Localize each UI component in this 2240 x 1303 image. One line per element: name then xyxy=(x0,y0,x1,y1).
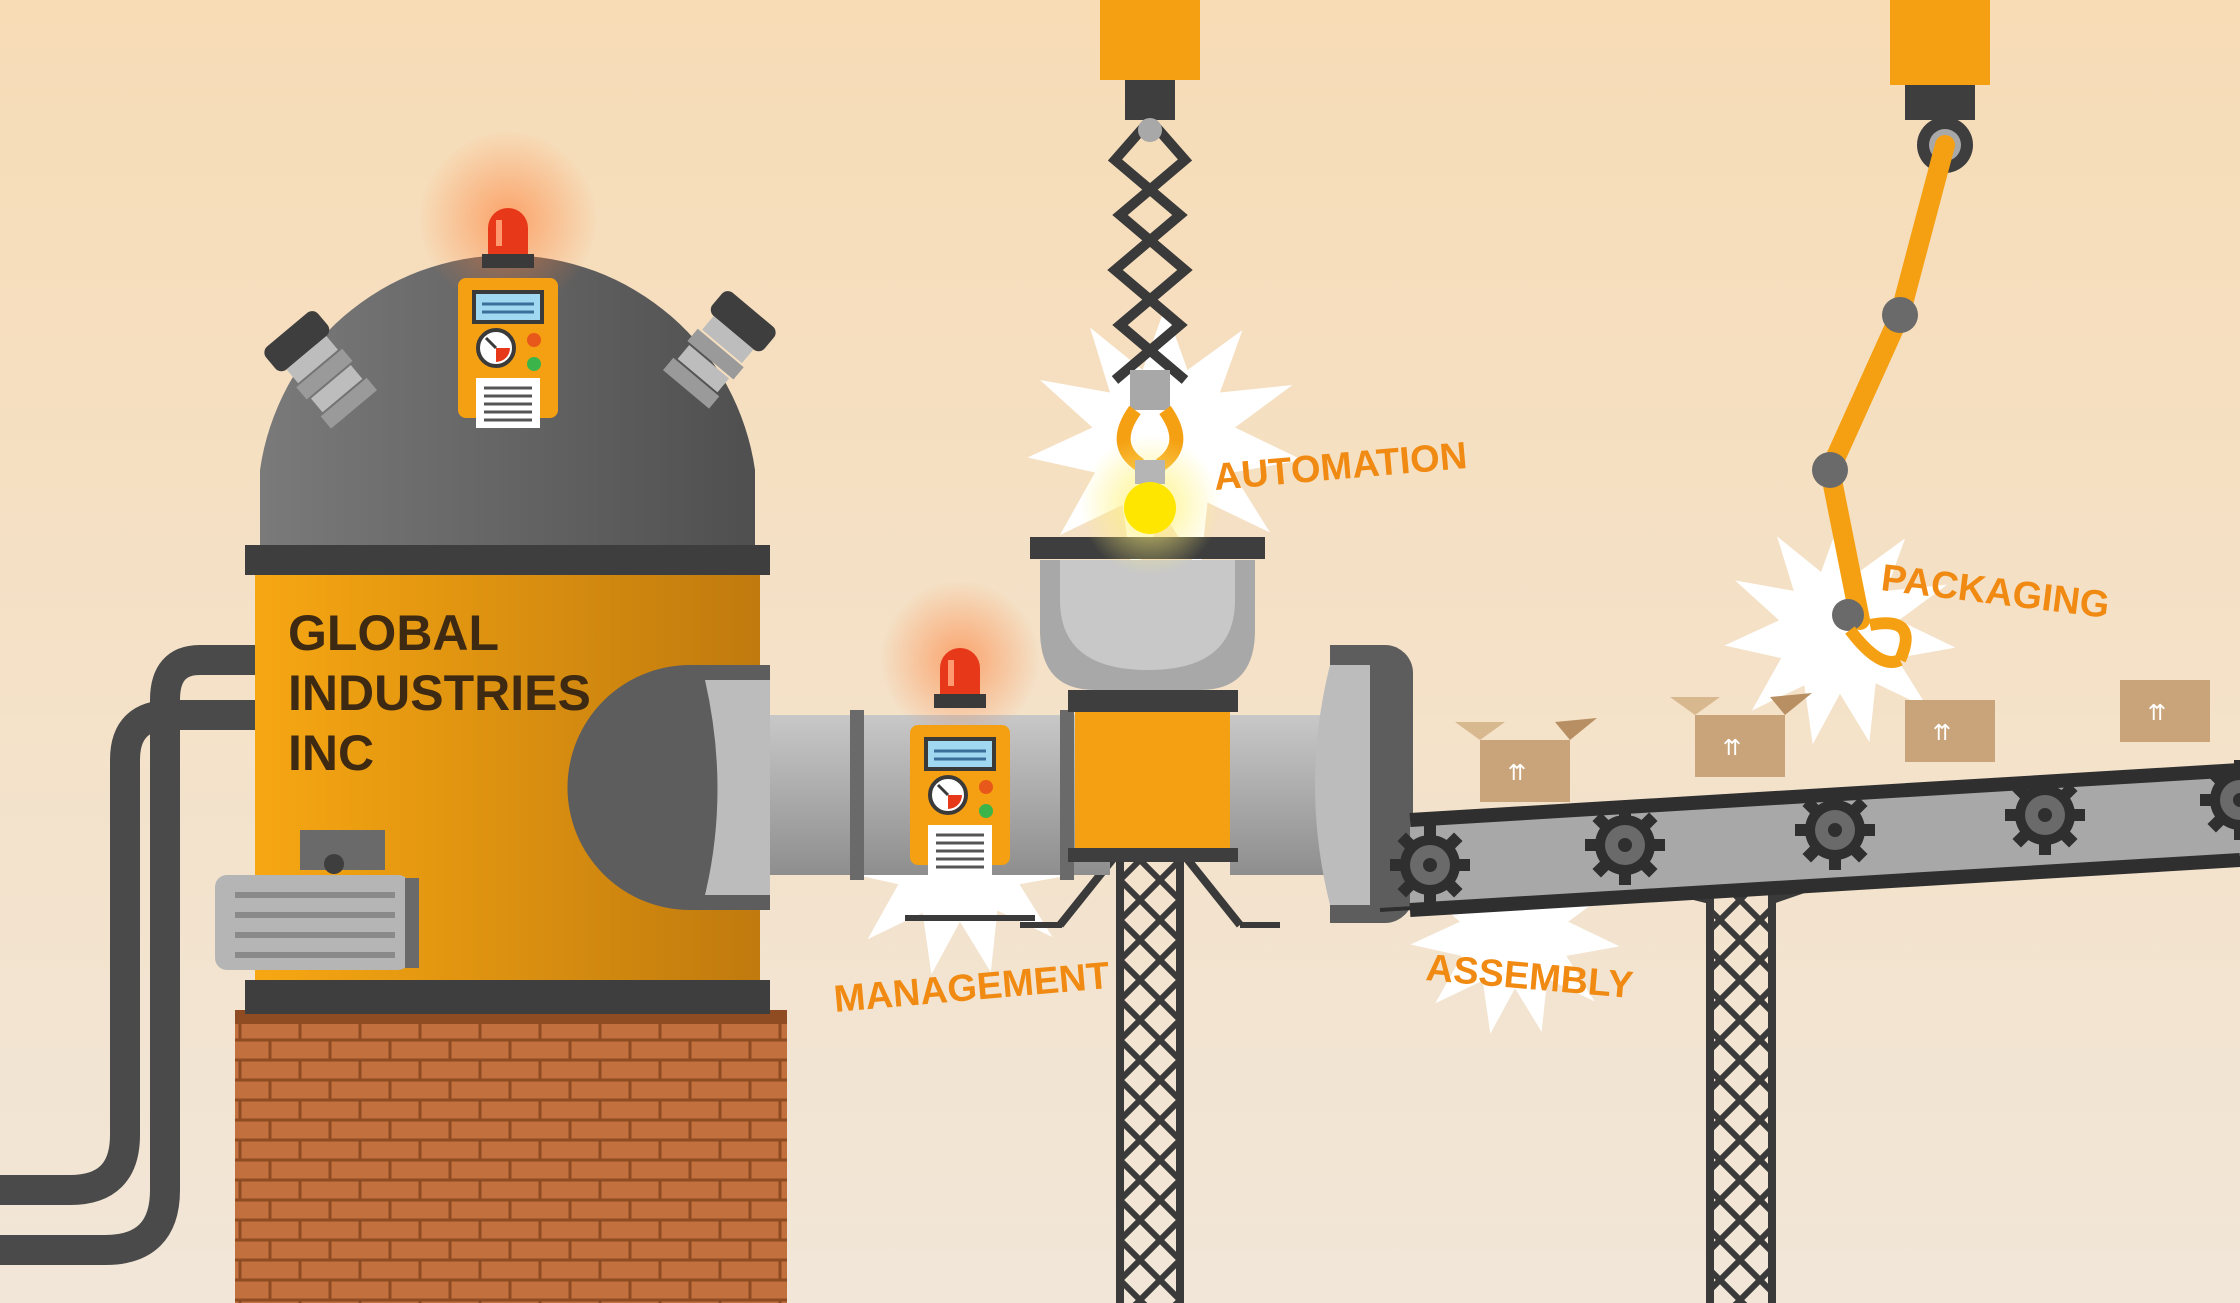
control-panel-management xyxy=(908,723,1012,877)
package-box: ⇈ xyxy=(2120,680,2210,742)
company-name: GLOBAL INDUSTRIES INC xyxy=(288,605,591,781)
brick-base xyxy=(235,1010,787,1303)
company-name-line2: INDUSTRIES xyxy=(288,665,591,721)
motor xyxy=(215,830,419,970)
box-arrows-icon: ⇈ xyxy=(1508,760,1526,785)
package-box: ⇈ xyxy=(1455,718,1597,802)
insulator-left xyxy=(264,311,377,429)
main-tank xyxy=(245,255,770,1014)
package-box: ⇈ xyxy=(1670,693,1812,777)
gear-icon xyxy=(1585,805,1665,885)
gear-icon xyxy=(1390,825,1470,905)
company-name-line3: INC xyxy=(288,725,374,781)
box-arrows-icon: ⇈ xyxy=(1723,735,1741,760)
control-panel-top xyxy=(456,276,560,430)
insulator-right xyxy=(663,291,776,409)
box-arrows-icon: ⇈ xyxy=(2148,700,2166,725)
lightbulb-icon xyxy=(1124,460,1176,534)
gear-icon xyxy=(2005,775,2085,855)
feed-pipes xyxy=(0,645,275,1265)
package-box: ⇈ xyxy=(1905,700,1995,762)
robot-arm xyxy=(1812,0,1990,668)
box-arrows-icon: ⇈ xyxy=(1933,720,1951,745)
gear-icon xyxy=(1795,790,1875,870)
company-name-line1: GLOBAL xyxy=(288,605,499,661)
support-tower-center xyxy=(1020,847,1280,1303)
